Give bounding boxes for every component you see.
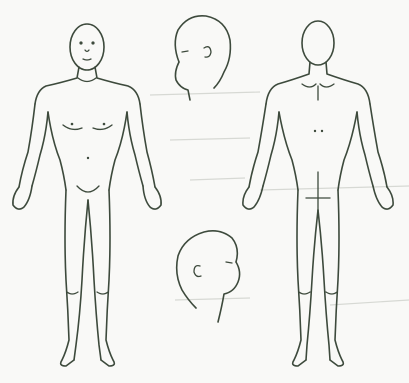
back-left-leg-inner [306, 210, 318, 360]
top-head-ear [204, 47, 211, 57]
bottom-head-ear [194, 266, 201, 277]
back-right-scapula [320, 84, 334, 87]
body-front-figure [13, 24, 161, 366]
back-left-hand [243, 186, 263, 209]
front-torso-right [109, 112, 127, 190]
front-right-shoulder [95, 67, 140, 104]
front-left-shoulder [35, 67, 79, 104]
front-right-eye [91, 41, 94, 44]
body-back-figure [243, 21, 393, 366]
back-left-knee [299, 292, 310, 294]
front-right-arm-outer [140, 104, 155, 187]
front-right-leg-outer [101, 190, 114, 366]
top-head-eye [182, 51, 188, 52]
back-torso-left [279, 112, 298, 190]
back-right-arm-inner [357, 112, 373, 186]
front-collar [78, 78, 96, 82]
back-head [302, 21, 334, 65]
back-right-hand [373, 186, 393, 209]
front-right-leg-inner [88, 200, 101, 360]
bottom-head-face [218, 262, 240, 322]
front-left-leg-outer [61, 190, 74, 366]
front-left-hand [13, 186, 32, 209]
front-right-nipple [103, 123, 106, 126]
background-noise [150, 92, 409, 305]
front-head [70, 24, 104, 70]
front-left-knee [67, 292, 78, 294]
front-right-knee [97, 292, 108, 294]
front-left-arm-inner [32, 112, 48, 186]
back-right-knee [326, 292, 337, 294]
front-right-hand [143, 186, 161, 209]
back-mark-left [314, 130, 316, 132]
front-torso-left [48, 112, 66, 190]
head-right-profile-figure [175, 16, 230, 100]
front-left-chest [63, 125, 82, 129]
front-right-chest [93, 125, 112, 129]
front-nose [85, 50, 89, 52]
back-right-arm-outer [370, 104, 387, 187]
head-left-profile-figure [177, 231, 240, 322]
front-left-leg-inner [74, 200, 88, 360]
front-navel [87, 157, 89, 159]
front-pelvis [77, 186, 99, 192]
back-mark-right [321, 130, 323, 132]
back-left-arm-inner [263, 112, 279, 186]
back-torso-right [338, 112, 357, 190]
front-mouth [83, 59, 91, 60]
back-left-arm-outer [249, 104, 266, 187]
back-right-leg-outer [330, 190, 343, 366]
back-right-shoulder [326, 62, 370, 104]
back-left-shoulder [266, 62, 310, 104]
front-left-nipple [71, 123, 74, 126]
back-right-leg-inner [318, 210, 330, 360]
front-left-eye [79, 41, 82, 44]
back-left-leg-outer [293, 190, 306, 366]
front-right-arm-inner [127, 112, 143, 186]
back-left-scapula [302, 84, 316, 87]
front-left-arm-outer [19, 104, 35, 187]
bottom-head-eye [226, 262, 232, 263]
bottom-head-outline [177, 231, 238, 308]
